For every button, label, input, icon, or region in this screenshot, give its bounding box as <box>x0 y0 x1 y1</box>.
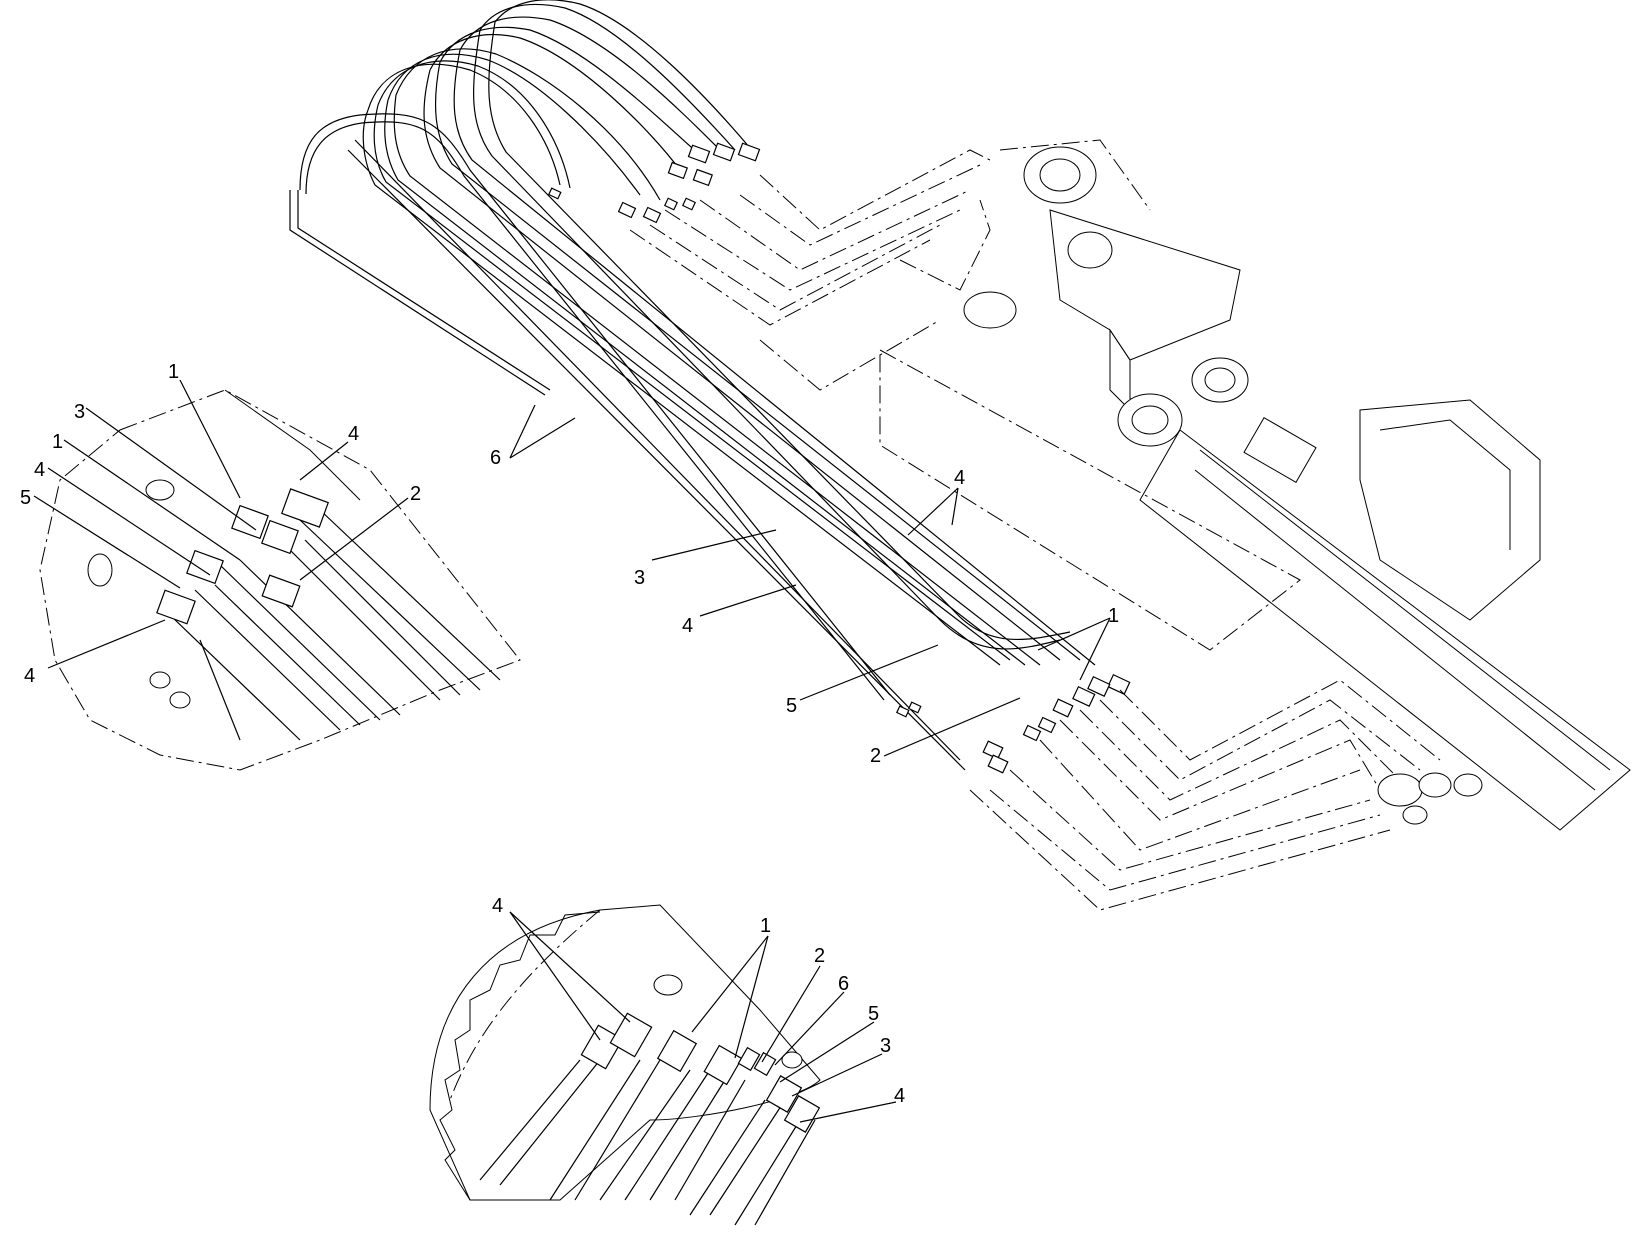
callout-4: 4 <box>34 459 45 481</box>
callout-labels: 1 3 1 4 5 4 2 4 6 4 3 4 1 5 2 4 1 2 6 5 … <box>20 361 1119 1107</box>
callout-6: 6 <box>490 447 501 469</box>
bottom-detail-inset <box>429 904 821 1226</box>
main-hose-bundle <box>289 0 1096 771</box>
callout-4: 4 <box>682 615 693 637</box>
callout-3: 3 <box>74 401 85 423</box>
callout-2: 2 <box>814 945 825 967</box>
callout-1: 1 <box>1108 605 1119 627</box>
callout-1: 1 <box>52 431 63 453</box>
dashed-routing <box>629 149 1441 911</box>
callout-4: 4 <box>492 895 503 917</box>
upper-fittings <box>547 142 761 224</box>
callout-5: 5 <box>786 695 797 717</box>
callout-3: 3 <box>880 1035 891 1057</box>
leader-lines <box>33 379 1111 1123</box>
lower-fittings <box>895 673 1131 774</box>
callout-3: 3 <box>634 567 645 589</box>
left-detail-inset <box>39 389 521 771</box>
callout-6: 6 <box>838 973 849 995</box>
callout-4: 4 <box>348 423 359 445</box>
callout-4: 4 <box>894 1085 905 1107</box>
callout-2: 2 <box>410 483 421 505</box>
callout-2: 2 <box>870 745 881 767</box>
callout-1: 1 <box>760 915 771 937</box>
motor-assembly <box>963 146 1483 825</box>
callout-4: 4 <box>24 665 35 687</box>
callout-5: 5 <box>868 1003 879 1025</box>
callout-4: 4 <box>954 467 965 489</box>
callout-1: 1 <box>168 361 179 383</box>
callout-5: 5 <box>20 487 31 509</box>
frame-outline <box>879 139 1631 831</box>
